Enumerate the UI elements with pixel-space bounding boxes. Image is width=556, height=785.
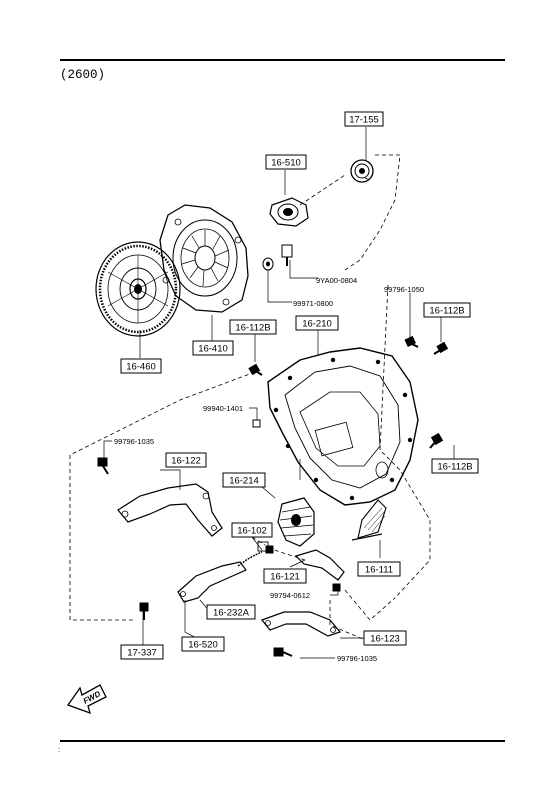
svg-text:16-122: 16-122: [171, 456, 201, 467]
part-label-16-410: 16-410: [192, 340, 234, 356]
pivot-stud-part: [262, 244, 293, 271]
part-label-16-460: 16-460: [120, 358, 162, 374]
plain-part-labels: 9YA00-0804 99971-0800 99796-1050 99940-1…: [114, 276, 424, 663]
part-label-16-210: 16-210: [295, 315, 339, 331]
part-label-16-112b-left: 16-112B: [229, 319, 277, 335]
part-label-16-214: 16-214: [222, 472, 266, 488]
clutch-housing-part: [267, 347, 419, 506]
part-label-16-112b-right: 16-112B: [423, 302, 471, 318]
release-bearing-part: [269, 197, 309, 227]
forward-direction-arrow: FWD: [66, 684, 107, 715]
release-fork-part: [177, 541, 269, 603]
bracket-16-123-part: [261, 611, 342, 637]
svg-text:16-121: 16-121: [270, 572, 300, 583]
clutch-disc-part: [95, 241, 181, 337]
part-label-16-520: 16-520: [181, 636, 225, 652]
leader-lines: [103, 127, 455, 659]
pressure-plate-part: [159, 204, 249, 313]
part-label-16-510: 16-510: [265, 154, 307, 170]
svg-text:16-520: 16-520: [188, 640, 218, 651]
svg-text:16-460: 16-460: [126, 362, 156, 373]
svg-text:16-210: 16-210: [302, 319, 332, 330]
svg-text:17-155: 17-155: [349, 115, 379, 126]
release-fork-boot-part: [277, 497, 315, 547]
part-number-99794-0612: 99794-0612: [270, 591, 310, 600]
part-number-99796-1035-lower: 99796-1035: [337, 654, 377, 663]
svg-text:16-410: 16-410: [198, 344, 228, 355]
part-label-16-121: 16-121: [263, 568, 307, 584]
svg-text:17-337: 17-337: [127, 648, 157, 659]
part-number-99971-0800: 99971-0800: [293, 299, 333, 308]
part-label-17-337: 17-337: [120, 644, 164, 660]
part-number-99940-1401: 99940-1401: [203, 404, 243, 413]
part-label-16-122: 16-122: [165, 452, 207, 468]
bracket-16-122-part: [117, 483, 223, 537]
lever-16-121-part: [294, 549, 345, 581]
part-label-16-232a: 16-232A: [206, 604, 256, 620]
pilot-bearing-part: [350, 159, 374, 183]
part-label-16-123: 16-123: [363, 630, 407, 646]
part-label-16-112b-lower: 16-112B: [431, 458, 479, 474]
part-label-16-102: 16-102: [231, 522, 273, 538]
svg-text:16-102: 16-102: [237, 526, 267, 537]
part-number-9ya00-0804: 9YA00-0804: [316, 276, 357, 285]
svg-text:16-214: 16-214: [229, 476, 259, 487]
part-label-17-155: 17-155: [344, 111, 384, 127]
svg-text:16-112B: 16-112B: [429, 306, 464, 317]
svg-text:16-111: 16-111: [365, 565, 393, 576]
fwd-label: FWD: [82, 689, 103, 706]
svg-text:16-510: 16-510: [271, 158, 301, 169]
bolt-parts: [97, 335, 449, 657]
part-label-16-111: 16-111: [357, 561, 401, 577]
svg-text:16-112B: 16-112B: [437, 462, 472, 473]
part-number-99796-1050: 99796-1050: [384, 285, 424, 294]
section-code: (2600): [60, 68, 105, 82]
boxed-part-labels: 17-155 16-510 16-460 16-410 16-112B 16-2…: [120, 111, 479, 660]
svg-text:16-123: 16-123: [370, 634, 400, 645]
dust-cover-plate-part: [351, 499, 387, 541]
footer-mark: :: [58, 745, 60, 754]
part-number-99796-1035-upper: 99796-1035: [114, 437, 154, 446]
svg-text:16-232A: 16-232A: [213, 608, 250, 619]
svg-text:16-112B: 16-112B: [235, 323, 270, 334]
